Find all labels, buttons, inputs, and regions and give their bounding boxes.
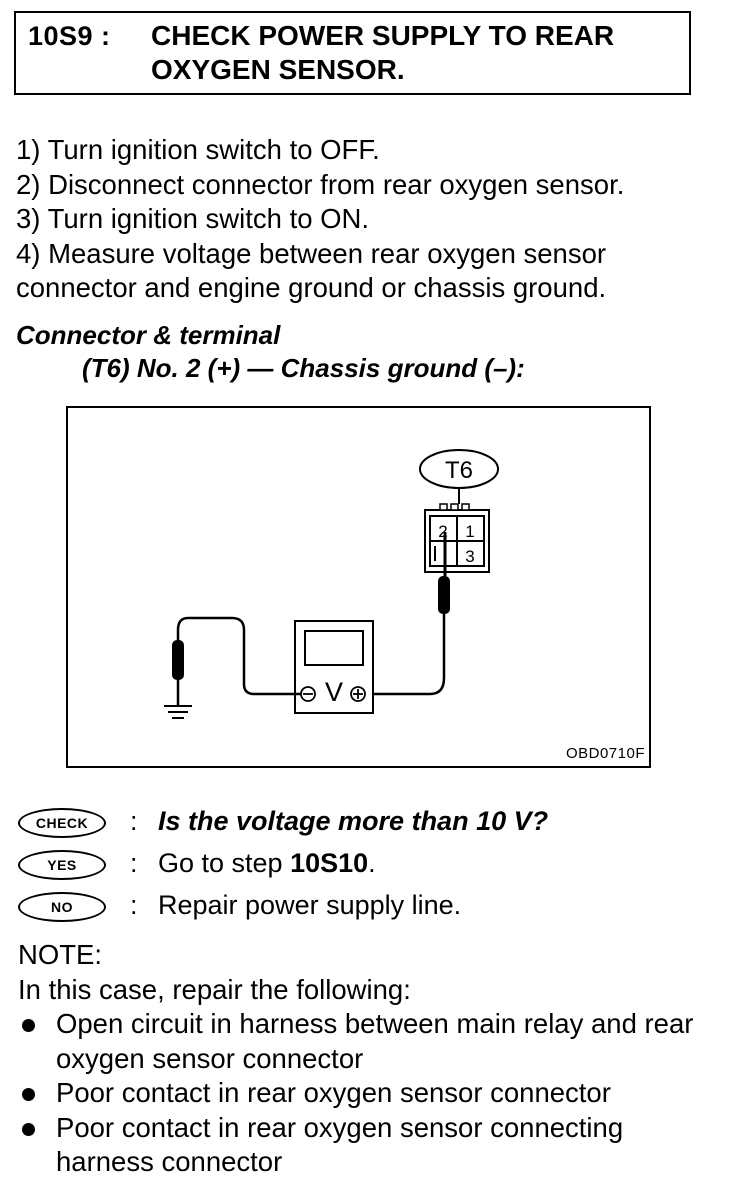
yes-answer-step: 10S10 (290, 848, 369, 878)
connector-label: T6 (445, 457, 473, 484)
no-answer: Repair power supply line. (158, 890, 462, 920)
note-block: NOTE: In this case, repair the following… (18, 938, 718, 1180)
figure-id: OBD0710F (565, 745, 645, 762)
note-item-text: Poor contact in rear oxygen sensor conne… (56, 1111, 624, 1178)
yes-answer: Go to step 10S10. (158, 848, 376, 879)
step-header: 10S9 : CHECK POWER SUPPLY TO REAR OXYGEN… (14, 11, 691, 95)
pin-label: 2 (438, 522, 447, 541)
note-intro: In this case, repair the following: (18, 973, 411, 1005)
voltmeter-display (304, 630, 364, 666)
connector-latch (439, 503, 448, 511)
colon: : (130, 848, 138, 878)
note-item-text: Open circuit in harness between main rel… (56, 1008, 694, 1074)
note-item: Open circuit in harness between main rel… (18, 1007, 718, 1076)
procedure-steps: 1) Turn ignition switch to OFF. 2) Disco… (16, 133, 706, 306)
note-item: Poor contact in rear oxygen sensor conne… (18, 1111, 718, 1180)
yes-answer-suffix: . (368, 848, 376, 878)
pin-label: 3 (465, 547, 474, 566)
step-title: CHECK POWER SUPPLY TO REAR OXYGEN SENSOR… (151, 20, 615, 85)
positive-probe-handle (438, 576, 450, 614)
pin-label: 1 (465, 522, 474, 541)
voltmeter-symbol: V (325, 677, 343, 707)
yes-answer-prefix: Go to step (158, 848, 291, 878)
bullet-icon (22, 1019, 35, 1032)
negative-probe-handle (172, 640, 184, 680)
positive-terminal-icon (350, 686, 366, 702)
bullet-icon (22, 1088, 35, 1101)
wiring-diagram: T6 2 1 3 V OBD0710F (66, 406, 651, 768)
procedure-step: 3) Turn ignition switch to ON. (16, 203, 370, 234)
yes-badge: YES (18, 850, 106, 880)
connector-latch (461, 503, 470, 511)
negative-lead (176, 616, 301, 696)
procedure-step: 2) Disconnect connector from rear oxygen… (16, 168, 625, 200)
bullet-icon (22, 1122, 35, 1136)
colon: : (130, 890, 138, 920)
no-badge: NO (18, 892, 106, 922)
note-label: NOTE: (18, 939, 103, 970)
connector-latch (450, 503, 459, 511)
wiring-diagram-svg: T6 2 1 3 V (164, 449, 499, 719)
colon: : (130, 806, 138, 836)
procedure-step: 4) Measure voltage between rear oxygen s… (16, 237, 607, 304)
connector-heading: Connector & terminal (16, 320, 281, 350)
step-id: 10S9 : (28, 21, 111, 51)
note-item-text: Poor contact in rear oxygen sensor conne… (56, 1077, 611, 1108)
connector-detail: (T6) No. 2 (+) — Chassis ground (–): (82, 353, 525, 383)
note-item: Poor contact in rear oxygen sensor conne… (18, 1076, 718, 1111)
check-badge: CHECK (18, 808, 106, 838)
procedure-step: 1) Turn ignition switch to OFF. (16, 134, 380, 165)
positive-lead (365, 677, 446, 696)
check-question: Is the voltage more than 10 V? (158, 806, 549, 836)
